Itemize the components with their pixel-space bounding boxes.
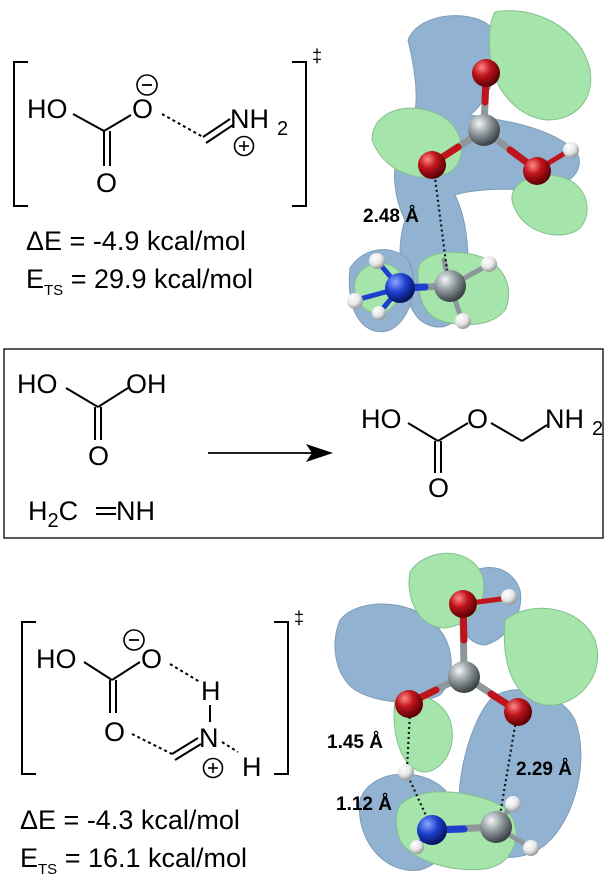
top-nh-subscript: 2 [277,118,288,140]
top-atom-n [385,273,415,303]
top-carbonyl-o: O [96,168,117,198]
top-atom-o-left [418,151,446,179]
bottom-contact-oc [498,719,518,816]
bottom-carbonyl-o: O [104,717,125,747]
bottom-ts-structure: ‡ HO O O H N H [21,608,304,782]
reaction-arrowhead [306,444,333,462]
bottom-atom-h3 [410,840,424,854]
top-right-bracket [292,61,307,207]
reaction-box [3,348,604,539]
bottom-distance-label-3: 1.12 Å [336,794,392,815]
reactant-carbonyl-o: O [88,441,109,471]
top-atom-h-oh [563,142,579,158]
product-ho: HO [361,404,402,434]
bottom-distance-label-1: 1.45 Å [327,732,383,753]
reactant-oh: OH [126,369,167,399]
bottom-atom-o-left [395,690,423,718]
top-atom-o-right [523,157,551,185]
top-atom-h2 [347,293,363,309]
top-atom-h5 [455,313,471,329]
bottom-orbital-blue-left [334,603,452,703]
bottom-ts-symbol: ‡ [294,608,304,628]
top-distance-label: 2.48 Å [363,206,419,227]
bottom-atom-h2 [523,840,539,856]
top-delta-e: ΔE = -4.9 kcal/mol [26,226,246,256]
top-left-bracket [13,61,28,207]
top-e-ts: ETS = 29.9 kcal/mol [26,264,253,299]
product-nh: NH [545,404,584,434]
bottom-delta-e: ΔE = -4.3 kcal/mol [20,805,240,835]
bottom-atom-c-imine [480,811,512,843]
bottom-atom-o-right [504,698,532,726]
bottom-left-bracket [21,621,36,775]
top-ether-o: O [132,94,153,124]
bottom-hbond-lower [131,733,173,755]
bottom-orbital-green-right [503,607,599,706]
bottom-n-label: N [199,723,219,753]
top-forming-bond [161,113,204,138]
bottom-minus-circle [123,629,145,651]
product-carbonyl-o: O [428,473,449,503]
bottom-atom-h-oh [501,589,517,605]
top-forming-contact [432,169,450,279]
top-ts-symbol: ‡ [312,46,322,66]
bottom-contact-hn [406,775,430,821]
top-plus-circle [233,135,255,157]
product-nh-subscript: 2 [592,418,603,440]
bottom-h-right: H [242,752,262,782]
top-orbital-green-right [511,174,588,236]
imine-nh: NH [116,496,155,526]
top-orbital-render [347,10,592,333]
bottom-atom-h1 [505,796,521,812]
imine-h2c: H2C [28,496,78,532]
top-ts-structure: ‡ HO O O NH 2 [13,46,322,207]
top-atom-h4 [481,256,497,272]
top-atom-c-imine [434,270,466,302]
top-minus-circle [136,74,158,96]
top-ho-label: HO [27,94,68,124]
top-atom-h1 [369,253,385,269]
top-nh-label: NH [230,104,269,134]
bottom-orbital-render [334,552,599,871]
bottom-contact-oh [405,711,412,769]
bottom-atom-c [448,661,480,693]
top-orbital-green-top [488,10,592,121]
bottom-distance-label-2: 2.29 Å [516,759,572,780]
reactant-ho: HO [17,369,58,399]
bottom-ether-o: O [141,644,162,674]
bottom-atom-h-transfer [398,764,414,780]
bottom-h-top: H [201,676,221,706]
bottom-atom-n [417,815,447,845]
bottom-hbond-upper [169,663,201,683]
bottom-ho-label: HO [36,644,77,674]
bottom-plus-circle [202,757,224,779]
reaction-scheme: HO OH O H2C NH HO O O NH 2 [17,369,603,532]
bottom-atom-o-top [449,590,477,618]
top-atom-h3 [372,306,386,320]
top-atom-o-top [472,59,500,87]
bottom-right-bracket [274,621,289,775]
bottom-e-ts: ETS = 16.1 kcal/mol [20,843,247,878]
product-ether-o: O [467,404,488,434]
top-atom-c [468,114,500,146]
